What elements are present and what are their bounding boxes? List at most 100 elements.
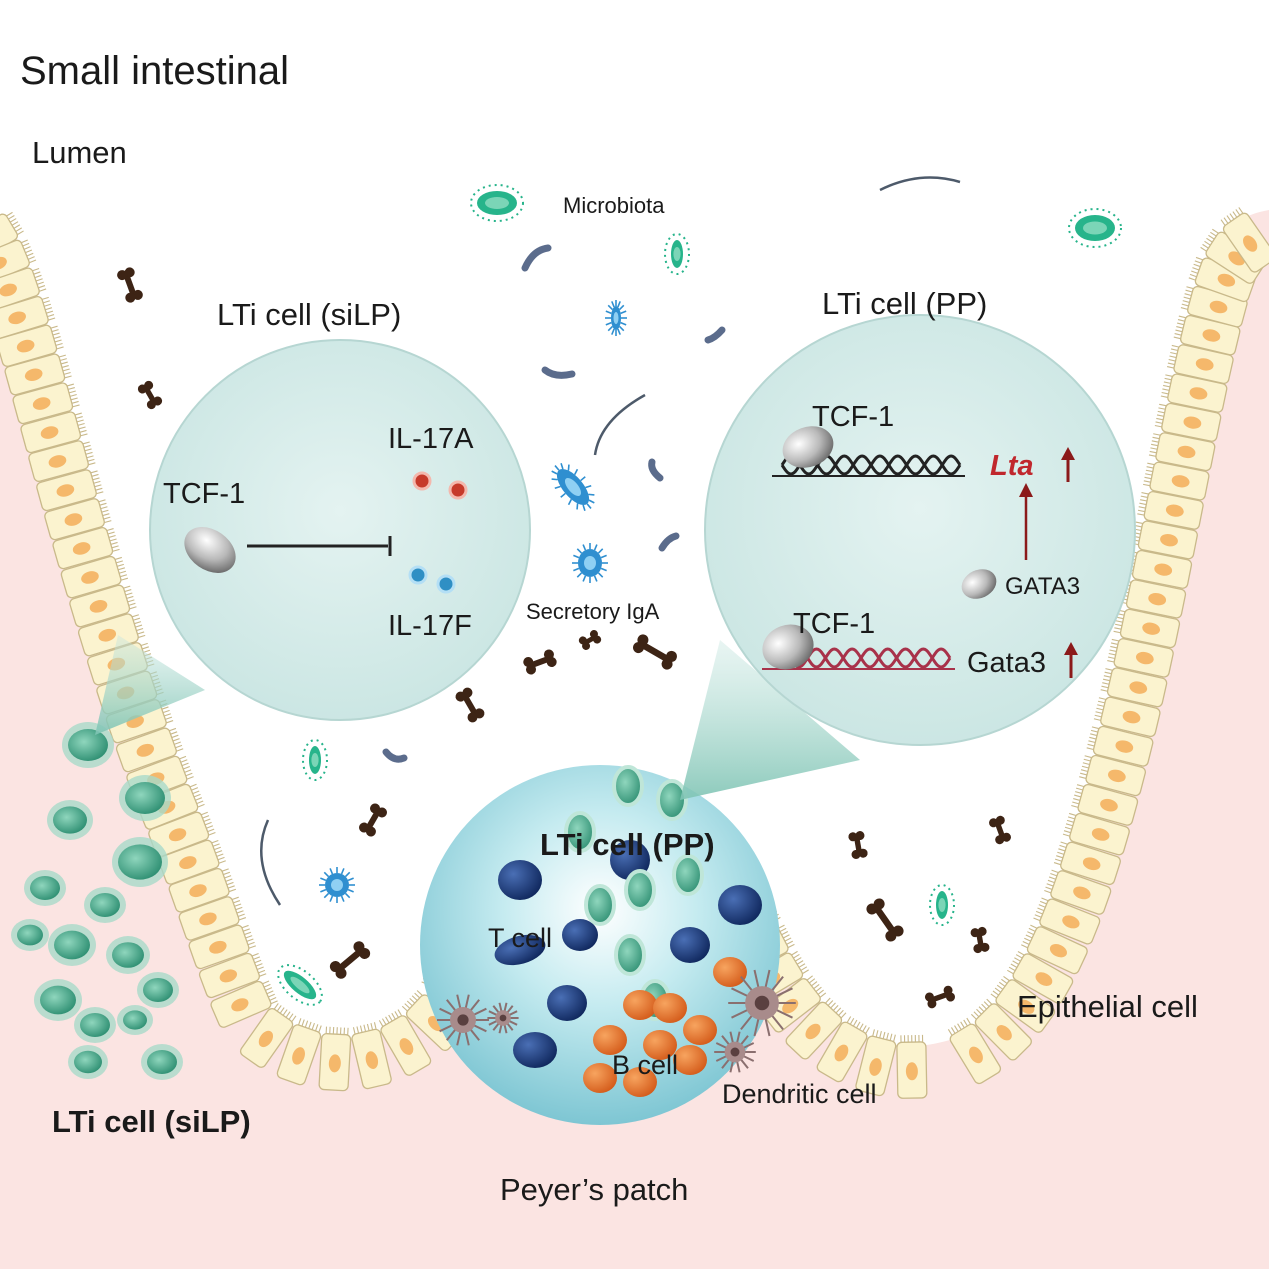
- microvillus: [1064, 826, 1072, 830]
- microvillus: [1094, 714, 1102, 718]
- inset-pp-circle: [704, 314, 1136, 746]
- epithelial-nucleus: [89, 600, 108, 613]
- microvillus: [1192, 267, 1200, 271]
- microvillus: [69, 393, 77, 397]
- microvillus: [127, 599, 135, 603]
- epithelial-cell: [1021, 924, 1088, 975]
- microvillus: [800, 966, 808, 971]
- b-cell: [593, 1025, 627, 1055]
- lti-silp-cell-cluster: [11, 722, 183, 1080]
- iga-knob: [124, 267, 135, 278]
- lti-silp-cell: [54, 930, 90, 960]
- microvillus: [315, 1024, 319, 1032]
- microvillus: [253, 956, 261, 960]
- microvillus: [1100, 689, 1108, 692]
- microvillus: [394, 1011, 399, 1018]
- microvillus: [227, 885, 235, 889]
- microvillus: [1101, 685, 1109, 689]
- epithelial-cell: [20, 411, 88, 454]
- epithelial-nucleus: [1209, 300, 1228, 314]
- microvillus: [1108, 652, 1116, 656]
- microvillus: [55, 342, 63, 346]
- microvillus: [17, 230, 24, 236]
- iga-knob: [970, 928, 980, 938]
- il17a-molecule-icon: [448, 480, 468, 500]
- iga-knob: [848, 832, 858, 842]
- microvillus: [1098, 697, 1106, 700]
- iga-shaft: [528, 655, 552, 669]
- t-cell: [562, 919, 598, 951]
- microvillus: [1157, 410, 1165, 414]
- microbe-fringe: [302, 739, 328, 781]
- microvillus: [947, 1029, 953, 1036]
- iga-knob: [335, 967, 347, 979]
- epithelial-cell: [188, 924, 256, 970]
- microvillus: [1035, 910, 1043, 915]
- microvillus: [79, 429, 87, 433]
- epithelial-cell: [168, 867, 237, 913]
- microvillus: [1111, 638, 1119, 642]
- microvillus: [1090, 733, 1098, 737]
- microvillus: [830, 1002, 836, 1009]
- microvillus: [59, 358, 67, 362]
- microvillus: [1056, 855, 1064, 859]
- microvillus: [13, 224, 21, 229]
- flagellum: [554, 485, 561, 490]
- microvillus: [1180, 307, 1188, 310]
- b-cell: [623, 990, 657, 1020]
- microvillus: [141, 646, 149, 650]
- lti-pp-cell: [564, 811, 596, 853]
- microvillus: [48, 317, 56, 321]
- microvillus: [1155, 421, 1163, 424]
- b-cell-label: B cell: [612, 1050, 678, 1080]
- microvillus: [1090, 729, 1098, 733]
- epithelial-cell: [1166, 344, 1234, 385]
- microvillus: [994, 987, 1002, 993]
- epithelial-cell: [60, 555, 129, 599]
- microvillus: [262, 980, 270, 985]
- epithelial-cell-label: Epithelial cell: [1017, 989, 1198, 1024]
- epithelial-cell: [0, 211, 24, 265]
- microvillus: [1141, 492, 1149, 495]
- microvillus: [1038, 904, 1046, 908]
- microvillus: [29, 259, 37, 264]
- secretory-iga-icon: [137, 380, 163, 410]
- microvillus: [1103, 675, 1111, 678]
- microvillus: [819, 992, 827, 998]
- iga-knob: [924, 992, 934, 1002]
- microvillus: [242, 928, 250, 932]
- epithelial-nucleus: [1115, 740, 1134, 753]
- microvillus: [1176, 325, 1184, 329]
- microvillus: [90, 470, 98, 474]
- inset-pp-title: LTi cell (PP): [822, 286, 987, 321]
- epithelial-nucleus: [1035, 972, 1053, 986]
- microvillus: [835, 1007, 842, 1014]
- epithelial-nucleus: [1202, 329, 1221, 342]
- microvillus: [11, 221, 19, 226]
- iga-knob: [980, 942, 990, 952]
- microvillus: [1143, 483, 1151, 487]
- epithelial-nucleus: [1171, 475, 1190, 488]
- microvillus: [388, 1014, 393, 1022]
- flagellum: [576, 548, 583, 554]
- epithelial-nucleus: [24, 368, 43, 382]
- microvillus: [381, 1018, 387, 1025]
- microvillus: [1105, 668, 1113, 671]
- microvillus: [197, 803, 205, 808]
- epithelial-cell: [1188, 256, 1256, 303]
- microvillus: [72, 404, 80, 408]
- microvillus: [852, 1019, 858, 1027]
- iga-knob: [661, 658, 673, 670]
- microvillus: [1181, 303, 1189, 307]
- flagellum: [617, 328, 621, 335]
- epithelial-nucleus: [1091, 828, 1110, 841]
- secretory-iga-icon: [359, 803, 387, 837]
- microvillus: [1080, 772, 1088, 776]
- microbe-core: [290, 976, 310, 994]
- iga-knob: [973, 944, 983, 954]
- microvillus: [411, 995, 418, 1001]
- microvillus: [216, 853, 224, 857]
- iga-knob: [593, 635, 602, 644]
- t-cell: [718, 885, 762, 925]
- epithelial-nucleus: [834, 1044, 849, 1062]
